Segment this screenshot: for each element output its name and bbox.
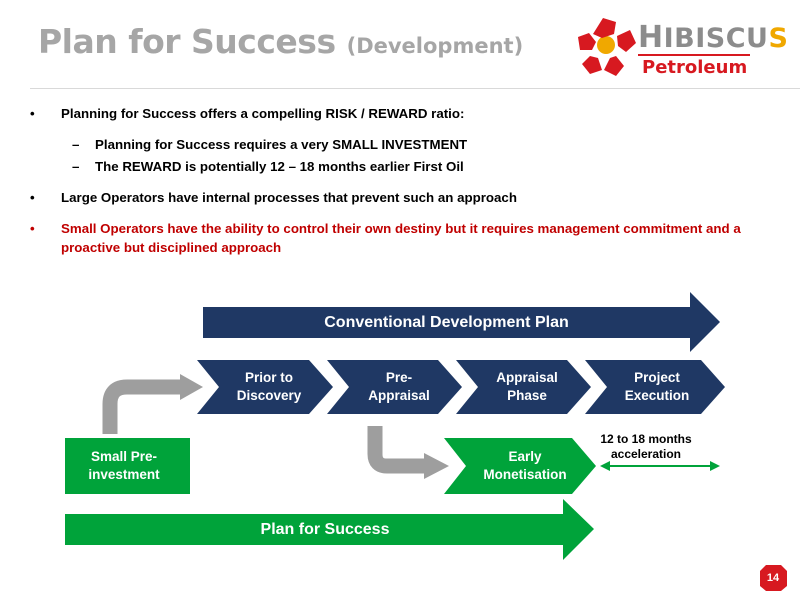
slide-title: Plan for Success (Development) bbox=[38, 22, 523, 61]
bullet-item: • Planning for Success offers a compelli… bbox=[30, 104, 770, 123]
bullet-icon: • bbox=[30, 190, 35, 205]
page-badge-shape bbox=[760, 565, 787, 591]
plan-for-success-arrow bbox=[65, 499, 594, 560]
acceleration-arrowhead-left bbox=[600, 461, 610, 471]
grey-arrow-up-right-head bbox=[180, 374, 203, 400]
small-pre-investment-box bbox=[65, 438, 190, 494]
sub-bullet-text: The REWARD is potentially 12 – 18 months… bbox=[95, 159, 464, 174]
logo-divider bbox=[638, 54, 750, 56]
stage-chevron-project-execution bbox=[585, 360, 725, 414]
sub-bullet-text: Planning for Success requires a very SMA… bbox=[95, 137, 468, 152]
bullet-text: Large Operators have internal processes … bbox=[61, 190, 517, 205]
grey-arrow-up-right bbox=[102, 379, 184, 434]
sub-bullet-item: – Planning for Success requires a very S… bbox=[30, 135, 770, 154]
stage-label: Pre-Appraisal bbox=[368, 370, 430, 403]
title-suffix: (Development) bbox=[346, 34, 524, 58]
hibiscus-logo: HIBISCUS Petroleum bbox=[576, 10, 788, 80]
conventional-plan-label: Conventional Development Plan bbox=[324, 313, 569, 331]
stage-label: Appraisal Phase bbox=[496, 370, 558, 403]
dash-icon: – bbox=[72, 137, 80, 152]
stage-chevron-pre-appraisal bbox=[327, 360, 462, 414]
stage-chevron-prior-to-discovery bbox=[197, 360, 333, 414]
bullet-item: • Large Operators have internal processe… bbox=[30, 188, 770, 207]
stage-label: Project Execution bbox=[624, 370, 690, 403]
grey-arrow-down-right-head bbox=[424, 453, 449, 479]
early-monetisation-chevron bbox=[444, 438, 596, 494]
acceleration-arrowhead-right bbox=[710, 461, 720, 471]
bullet-item: • Small Operators have the ability to co… bbox=[30, 219, 770, 257]
dash-icon: – bbox=[72, 159, 80, 174]
early-monetisation-label: Early Monetisation bbox=[483, 449, 567, 482]
bullet-text: Small Operators have the ability to cont… bbox=[61, 221, 741, 255]
bullet-text: Planning for Success offers a compelling… bbox=[61, 106, 465, 121]
plan-for-success-label: Plan for Success bbox=[260, 520, 390, 538]
logo-wordmark: HIBISCUS bbox=[638, 20, 789, 55]
title-main: Plan for Success bbox=[38, 22, 336, 61]
grey-arrow-down-right bbox=[367, 426, 428, 474]
logo-subtitle: Petroleum bbox=[642, 57, 748, 78]
small-pre-investment-label: Small Pre-investment bbox=[88, 449, 160, 482]
bullet-list: • Planning for Success offers a compelli… bbox=[30, 104, 770, 257]
page-number: 14 bbox=[766, 572, 780, 584]
hibiscus-flower-icon bbox=[578, 18, 636, 76]
title-divider bbox=[30, 88, 800, 89]
sub-bullet-item: – The REWARD is potentially 12 – 18 mont… bbox=[30, 157, 770, 176]
stage-label: Prior to Discovery bbox=[236, 370, 302, 403]
acceleration-note: 12 to 18 months acceleration bbox=[600, 432, 692, 461]
stage-chevron-appraisal-phase bbox=[456, 360, 591, 414]
conventional-plan-arrow bbox=[203, 292, 720, 352]
bullet-icon: • bbox=[30, 106, 35, 121]
bullet-icon: • bbox=[30, 221, 35, 236]
